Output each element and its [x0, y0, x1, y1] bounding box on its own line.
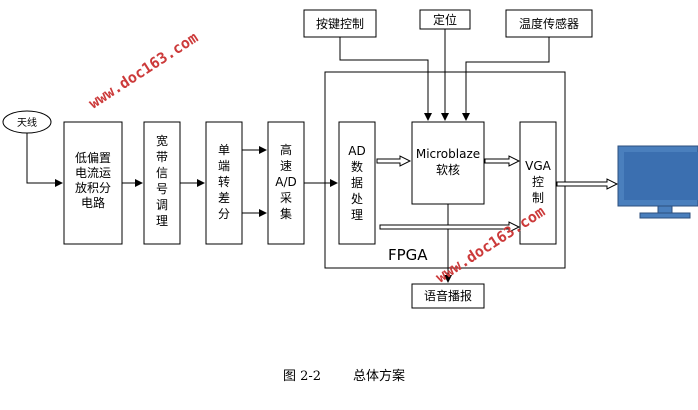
- adc-char-4: 采: [280, 191, 292, 205]
- caption-number: 图 2-2: [283, 369, 321, 384]
- single-to-diff-block: [205, 121, 243, 245]
- locate-label: 定位: [433, 12, 457, 27]
- opamp-line-2: 电流运: [75, 166, 111, 180]
- adc-block: [267, 121, 305, 245]
- key-control-block: [303, 9, 377, 38]
- wideband-char-1: 宽: [156, 133, 168, 148]
- vga-char-1: VGA: [525, 159, 552, 173]
- signal-arrows: [26, 29, 550, 283]
- opamp-line-3: 放积分: [75, 180, 111, 195]
- adp-char-4: 处: [351, 192, 363, 206]
- data-bus-arrows: [376, 155, 619, 233]
- s2d-char-3: 转: [218, 174, 230, 189]
- adc-char-2: 速: [280, 159, 292, 173]
- wideband-char-6: 理: [156, 214, 168, 228]
- opamp-block: [63, 121, 123, 245]
- vga-char-2: 控: [532, 175, 544, 189]
- temp-sensor-block: [505, 9, 593, 38]
- wideband-char-5: 调: [156, 198, 168, 212]
- s2d-char-5: 分: [218, 207, 230, 221]
- s2d-char-2: 端: [218, 159, 230, 173]
- ad-processing-block: [338, 121, 376, 245]
- caption-title: 总体方案: [353, 368, 405, 384]
- temp-sensor-label: 温度传感器: [519, 16, 579, 31]
- vga-control-block: [519, 121, 557, 245]
- monitor-icon: [617, 145, 698, 219]
- watermark-top: www.doc163.com: [85, 28, 201, 112]
- antenna-label: 天线: [17, 116, 37, 129]
- adp-char-3: 据: [351, 176, 363, 190]
- voice-block: [411, 283, 485, 309]
- voice-label: 语音播报: [424, 288, 472, 303]
- fpga-label: FPGA: [388, 246, 428, 264]
- wideband-char-2: 带: [156, 150, 168, 164]
- microblaze-line-1: Microblaze: [416, 147, 480, 161]
- microblaze-line-2: 软核: [436, 163, 460, 177]
- key-control-label: 按键控制: [316, 17, 364, 31]
- adp-char-1: AD: [348, 144, 365, 158]
- adc-char-5: 集: [280, 206, 292, 221]
- wideband-char-3: 信: [156, 166, 168, 180]
- vga-char-3: 制: [532, 191, 544, 205]
- wideband-char-4: 号: [156, 182, 168, 196]
- opamp-line-4: 电路: [81, 195, 105, 210]
- adp-char-5: 理: [351, 208, 363, 222]
- adc-char-3: A/D: [275, 175, 297, 189]
- adp-char-2: 数: [351, 159, 363, 174]
- s2d-char-1: 单: [218, 143, 230, 157]
- wideband-block: [143, 121, 181, 245]
- opamp-line-1: 低偏置: [75, 150, 111, 165]
- adc-char-1: 高: [280, 142, 292, 157]
- s2d-char-4: 差: [218, 191, 230, 205]
